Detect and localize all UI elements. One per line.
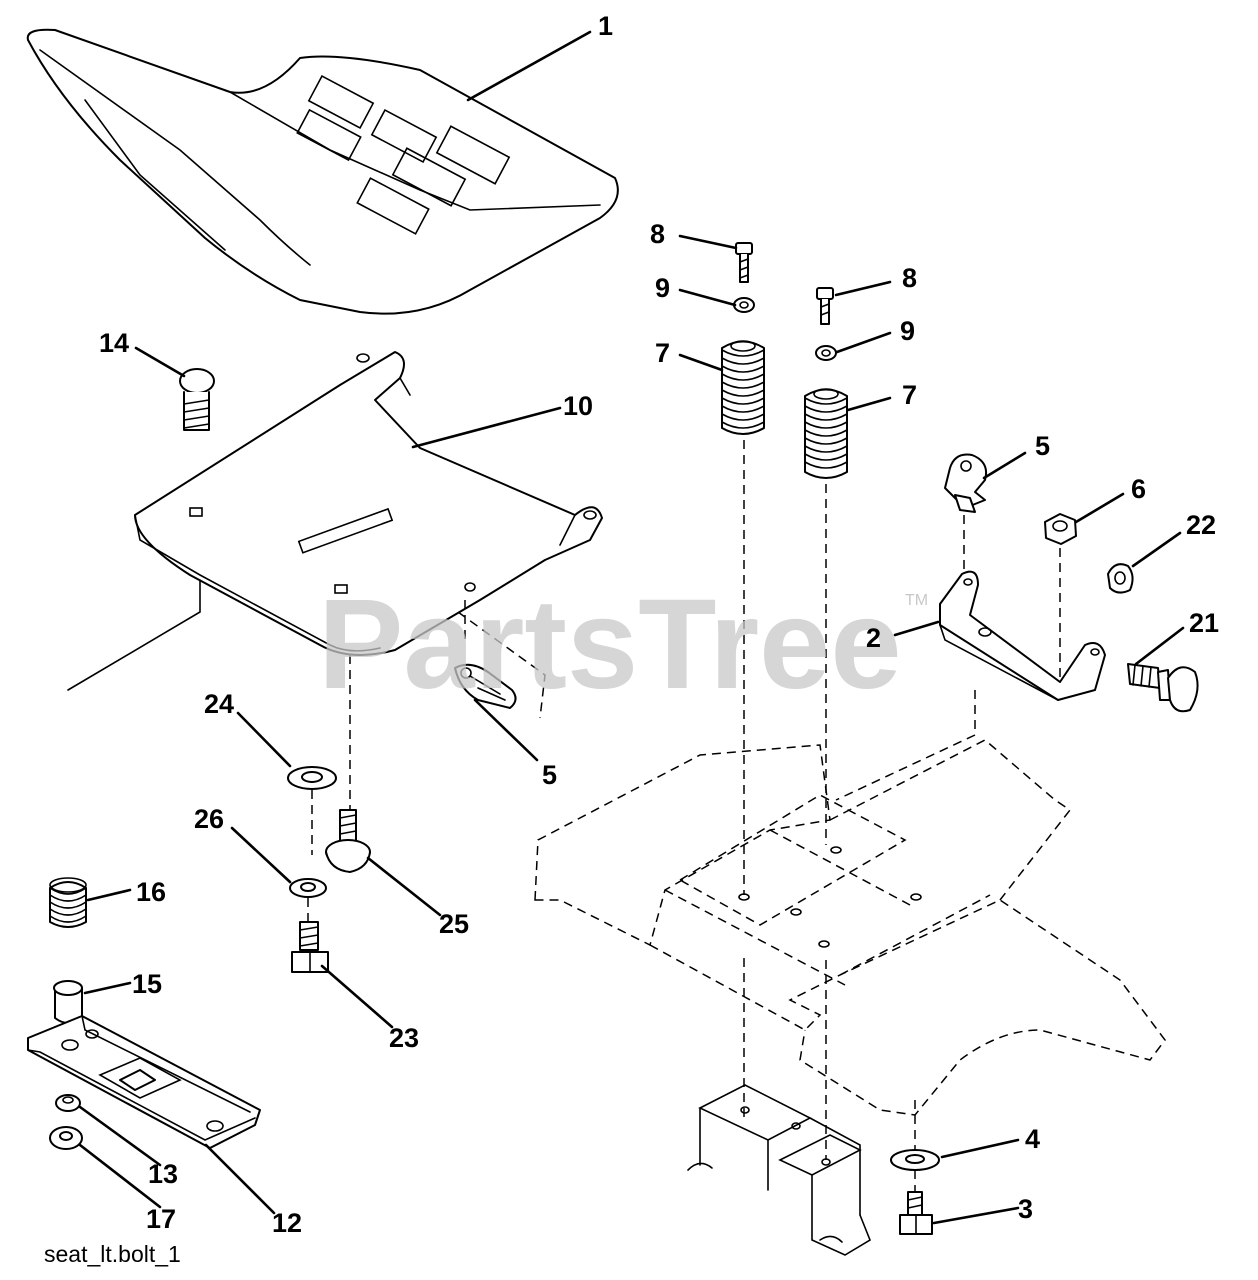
callout-14: 14 — [99, 328, 129, 358]
callout-3: 3 — [1018, 1194, 1033, 1224]
diagram-caption: seat_lt.bolt_1 — [44, 1241, 181, 1267]
lower-mount-bracket — [687, 1084, 871, 1256]
callout-8-left: 8 — [650, 219, 665, 249]
washer-part-9-left — [733, 297, 755, 313]
washer-part-9-right — [815, 345, 837, 361]
callout-7-right: 7 — [902, 380, 917, 410]
callout-16: 16 — [136, 877, 166, 907]
callout-5-lower: 5 — [542, 760, 557, 790]
callout-24: 24 — [204, 689, 234, 719]
callout-17: 17 — [146, 1204, 176, 1234]
callout-22: 22 — [1186, 510, 1216, 540]
watermark-trademark: TM — [905, 592, 928, 609]
callout-23: 23 — [389, 1023, 419, 1053]
switch-part-5-upper — [944, 453, 988, 513]
callout-13: 13 — [148, 1159, 178, 1189]
spring-part-7-right — [804, 388, 848, 479]
switch-clip-part-5-lower — [454, 663, 517, 709]
bolt-part-8-right — [816, 287, 834, 325]
washer-part-24 — [287, 766, 337, 790]
spring-part-7-left — [721, 340, 765, 435]
washer-part-17 — [49, 1126, 83, 1150]
seat-part-1 — [26, 28, 619, 315]
hex-bolt-part-23 — [291, 921, 329, 973]
slide-bracket-part-12 — [27, 1015, 261, 1149]
callout-12: 12 — [272, 1208, 302, 1238]
callout-6: 6 — [1131, 474, 1146, 504]
callout-7-left: 7 — [655, 338, 670, 368]
bracket-part-2 — [939, 570, 1106, 701]
callout-26: 26 — [194, 804, 224, 834]
callout-9-right: 9 — [900, 316, 915, 346]
nut-part-22 — [1107, 563, 1134, 594]
callout-2: 2 — [866, 623, 881, 653]
callout-9-left: 9 — [655, 273, 670, 303]
callout-25: 25 — [439, 909, 469, 939]
callout-1: 1 — [598, 11, 613, 41]
watermark: PartsTree — [318, 573, 902, 716]
carriage-bolt-part-14 — [179, 368, 215, 431]
callout-5-upper: 5 — [1035, 431, 1050, 461]
hidden-line-bracket-mount — [743, 958, 916, 1160]
washer-part-4 — [890, 1149, 940, 1171]
nut-part-6 — [1044, 513, 1077, 545]
hidden-line-bracket-2 — [835, 690, 976, 801]
tractor-frame-hidden — [534, 739, 1166, 1116]
callouts: 1 8 9 7 8 9 7 14 10 5 6 22 2 21 24 5 26 … — [99, 11, 1219, 1238]
callout-15: 15 — [132, 969, 162, 999]
shoulder-bolt-part-25 — [325, 809, 371, 873]
callout-8-right: 8 — [902, 263, 917, 293]
leader-lines — [78, 30, 1185, 1225]
bolt-part-8-left — [735, 242, 753, 283]
washer-part-26 — [289, 878, 327, 898]
hex-bolt-part-3 — [899, 1191, 933, 1235]
spring-part-16 — [49, 877, 87, 928]
bushing-part-15 — [53, 980, 83, 1024]
seat-pan-part-10 — [67, 351, 603, 691]
callout-21: 21 — [1189, 608, 1219, 638]
hidden-line-seat-switch — [457, 600, 546, 719]
shoulder-bolt-part-21 — [1127, 663, 1199, 713]
callout-10: 10 — [563, 391, 593, 421]
callout-4: 4 — [1025, 1124, 1040, 1154]
nut-part-13 — [55, 1094, 81, 1112]
